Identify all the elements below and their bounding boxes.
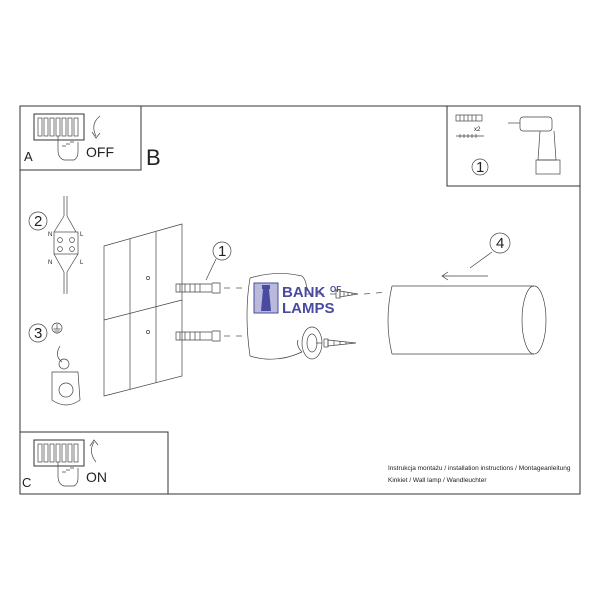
- ground-terminal-icon: [51, 345, 81, 406]
- step-1-circle-main: 1: [205, 241, 232, 281]
- terminal-n-top: N: [48, 232, 52, 238]
- svg-text:2: 2: [34, 213, 42, 230]
- step-1-circle-top: 1: [471, 158, 489, 176]
- breaker-box-icon-c: [33, 439, 85, 467]
- logo-small: OF: [330, 285, 341, 294]
- curved-arrow-down-icon: [91, 115, 101, 139]
- mounting-screw-lower: [323, 338, 357, 348]
- breaker-box-icon: [33, 113, 85, 141]
- panel-a-letter: A: [24, 149, 33, 164]
- cylinder-shade: [387, 285, 547, 355]
- logo-line1: BANK: [282, 284, 325, 301]
- panel-c-letter: C: [22, 475, 31, 490]
- tool-panel: x2 1: [446, 105, 581, 187]
- drill-icon: [508, 116, 561, 175]
- svg-text:4: 4: [496, 235, 504, 252]
- ground-step: 3: [28, 322, 81, 406]
- hand-pointer-icon: [57, 136, 79, 161]
- caption-line2: Kinkiet / Wall lamp / Wandleuchter: [388, 477, 487, 484]
- wall-plug-upper: [175, 282, 221, 294]
- multiplier-label: x2: [474, 127, 481, 133]
- panel-b-letter: B: [146, 145, 161, 170]
- svg-text:3: 3: [34, 325, 42, 342]
- wall-plug-lower: [175, 330, 221, 342]
- lighthouse-icon: [253, 282, 279, 314]
- tiled-wall: [103, 223, 183, 397]
- panel-c-action: ON: [86, 469, 107, 485]
- logo-line2: LAMPS: [282, 300, 335, 317]
- wiring-step: 2 N L N L: [28, 196, 84, 294]
- screw-icon: [456, 134, 484, 138]
- terminal-n-bottom: N: [48, 260, 52, 266]
- step-4-circle: 4: [469, 232, 511, 269]
- panel-a: A OFF: [19, 105, 142, 171]
- bank-of-lamps-logo: BANK OF LAMPS: [253, 282, 341, 317]
- panel-c: C ON: [19, 431, 169, 495]
- terminal-block-icon: [53, 196, 79, 294]
- svg-text:1: 1: [218, 243, 226, 260]
- step-2-circle: 2: [28, 211, 48, 231]
- terminal-l-bottom: L: [80, 260, 84, 266]
- slide-arrow-icon: [441, 271, 488, 281]
- panel-a-action: OFF: [86, 144, 114, 160]
- caption-line1: Instrukcja montażu / installation instru…: [388, 465, 571, 472]
- ground-symbol-icon: [51, 322, 63, 334]
- mounting-screw-upper: [335, 289, 359, 299]
- hand-pointer-icon-c: [57, 462, 79, 487]
- terminal-l-top: L: [80, 232, 84, 238]
- mounting-bracket: [246, 273, 323, 360]
- step-3-circle: 3: [28, 323, 48, 343]
- wall-plug-icon: [455, 114, 483, 122]
- curved-arrow-up-icon: [89, 439, 99, 463]
- outer-frame: [19, 105, 581, 495]
- svg-text:1: 1: [476, 159, 484, 176]
